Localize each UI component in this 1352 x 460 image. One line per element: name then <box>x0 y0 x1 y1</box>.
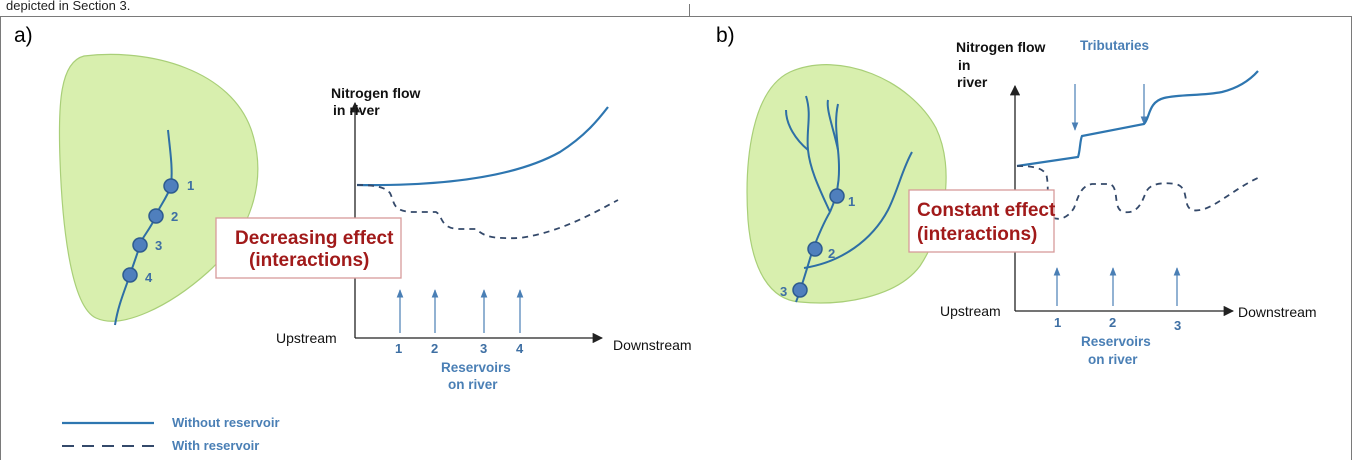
panel-b-reservoir-arrows: 1 2 3 <box>1053 267 1181 333</box>
panel-b-y-title-line1: Nitrogen flow <box>956 39 1046 55</box>
panel-b-node-label-1: 1 <box>848 194 855 209</box>
legend: Without reservoir With reservoir <box>62 415 280 453</box>
panel-b-river-branch-top <box>826 99 839 151</box>
panel-a-reservoir-num-2: 2 <box>431 341 438 356</box>
panel-b-reservoirs-line2: on river <box>1088 352 1138 367</box>
legend-with-label: With reservoir <box>172 438 259 453</box>
panel-a-node-2 <box>148 208 164 224</box>
panel-b-basin-nodes: 1 2 3 <box>780 188 855 299</box>
header-fragment: depicted in Section 3. <box>6 0 130 13</box>
panel-a-effect-box <box>215 217 402 279</box>
panel-b-reservoir-num-3: 3 <box>1174 318 1181 333</box>
panel-b-basin <box>746 64 947 304</box>
panel-a-node-1 <box>163 178 179 194</box>
panel-a-x-start-label: Upstream <box>276 330 337 346</box>
panel-b-node-3 <box>792 282 808 298</box>
panel-a-effect-line1: Decreasing effect <box>235 228 394 249</box>
panel-a-y-title-line1: Nitrogen flow <box>331 85 421 101</box>
panel-a-reservoir-num-1: 1 <box>395 341 402 356</box>
panel-a-reservoir-num-4: 4 <box>516 341 524 356</box>
panel-b-reservoir-num-1: 1 <box>1054 315 1061 330</box>
panel-b-without-reservoir-curve <box>1016 70 1259 168</box>
panel-b-river-branch-right <box>803 151 913 269</box>
panel-a-letter: a) <box>14 24 33 47</box>
panel-a-reservoir-arrows: 1 2 3 4 <box>395 289 524 356</box>
panel-b-river-branch-upper-left <box>785 109 809 151</box>
panel-b-node-label-2: 2 <box>828 246 835 261</box>
panel-b-effect-line1: Constant effect <box>917 200 1056 221</box>
panel-a-with-reservoir-curve <box>356 184 619 240</box>
panel-a-node-3 <box>132 237 148 253</box>
panel-a-node-label-1: 1 <box>187 178 194 193</box>
panel-a-reservoirs-line2: on river <box>448 377 498 392</box>
panel-b-y-title-line2: in <box>958 57 970 73</box>
panel-a-node-label-4: 4 <box>145 270 153 285</box>
panel-b-reservoir-num-2: 2 <box>1109 315 1116 330</box>
panel-a-node-4 <box>122 267 138 283</box>
panel-a-reservoir-num-3: 3 <box>480 341 487 356</box>
panel-b-x-end-label: Downstream <box>1238 304 1317 320</box>
panel-b-effect-line2: (interactions) <box>917 224 1037 245</box>
panel-b-x-start-label: Upstream <box>940 303 1001 319</box>
panel-a: a) 1 2 3 4 Nitrogen flow in river Upstre… <box>14 24 692 453</box>
panel-a-reservoirs-line1: Reservoirs <box>441 360 511 375</box>
panel-b-letter: b) <box>716 24 735 47</box>
panel-b-reservoirs-line1: Reservoirs <box>1081 334 1151 349</box>
panel-a-node-label-3: 3 <box>155 238 162 253</box>
panel-b-node-1 <box>829 188 845 204</box>
panel-a-effect-line2: (interactions) <box>249 250 369 271</box>
panel-a-basin-nodes: 1 2 3 4 <box>122 178 194 285</box>
panel-a-y-title-line2: in river <box>333 102 380 118</box>
panel-b-y-title-line3: river <box>957 74 988 90</box>
panel-a-basin <box>58 53 259 322</box>
panel-b-effect-box <box>908 189 1055 253</box>
panel-b-tributaries-label: Tributaries <box>1080 38 1149 53</box>
panel-b-river-branch-left <box>805 95 831 213</box>
panel-b-node-label-3: 3 <box>780 284 787 299</box>
legend-without-label: Without reservoir <box>172 415 280 430</box>
panel-b-node-2 <box>807 241 823 257</box>
panel-a-node-label-2: 2 <box>171 209 178 224</box>
panel-a-x-end-label: Downstream <box>613 337 692 353</box>
panel-a-without-reservoir-curve <box>356 106 609 187</box>
panel-b: b) 1 2 3 Nitrogen flow in river Upstream… <box>716 24 1317 367</box>
